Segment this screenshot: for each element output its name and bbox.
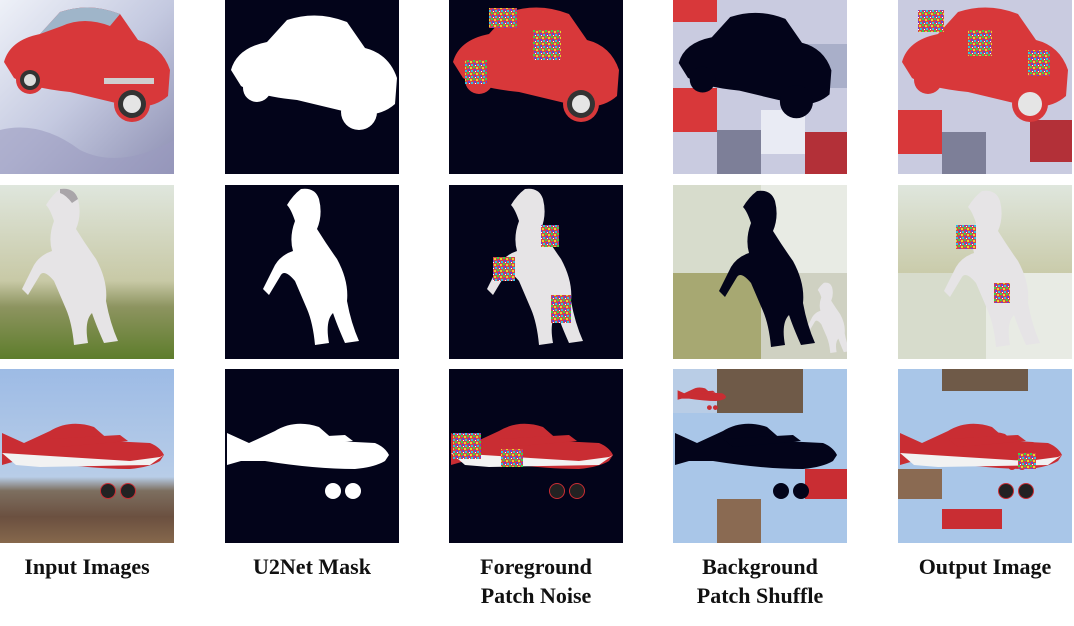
label-line: Foreground [480, 554, 592, 579]
car-shuffle-image [673, 0, 847, 174]
label-line: Output Image [918, 554, 1052, 579]
label-output-image: Output Image [898, 552, 1072, 581]
label-line: Input Images [24, 554, 150, 579]
label-line: Patch Noise [480, 583, 592, 608]
label-input-images: Input Images [0, 552, 174, 581]
horse-input-image [0, 185, 174, 359]
car-input-image [0, 0, 174, 174]
label-line: Patch Shuffle [696, 583, 824, 608]
label-line: U2Net Mask [253, 554, 371, 579]
horse-mask-image [225, 185, 399, 359]
plane-input-image [0, 369, 174, 543]
plane-shuffle-image [673, 369, 847, 543]
horse-shuffle-image [673, 185, 847, 359]
horse-output-image [898, 185, 1072, 359]
label-foreground-patch-noise: Foreground Patch Noise [449, 552, 623, 610]
plane-noise-image [449, 369, 623, 543]
car-mask-image [225, 0, 399, 174]
label-u2net-mask: U2Net Mask [225, 552, 399, 581]
plane-mask-image [225, 369, 399, 543]
car-output-image [898, 0, 1072, 174]
horse-noise-image [449, 185, 623, 359]
label-line: Background [702, 554, 818, 579]
plane-output-image [898, 369, 1072, 543]
car-noise-image [449, 0, 623, 174]
label-background-patch-shuffle: Background Patch Shuffle [673, 552, 847, 610]
